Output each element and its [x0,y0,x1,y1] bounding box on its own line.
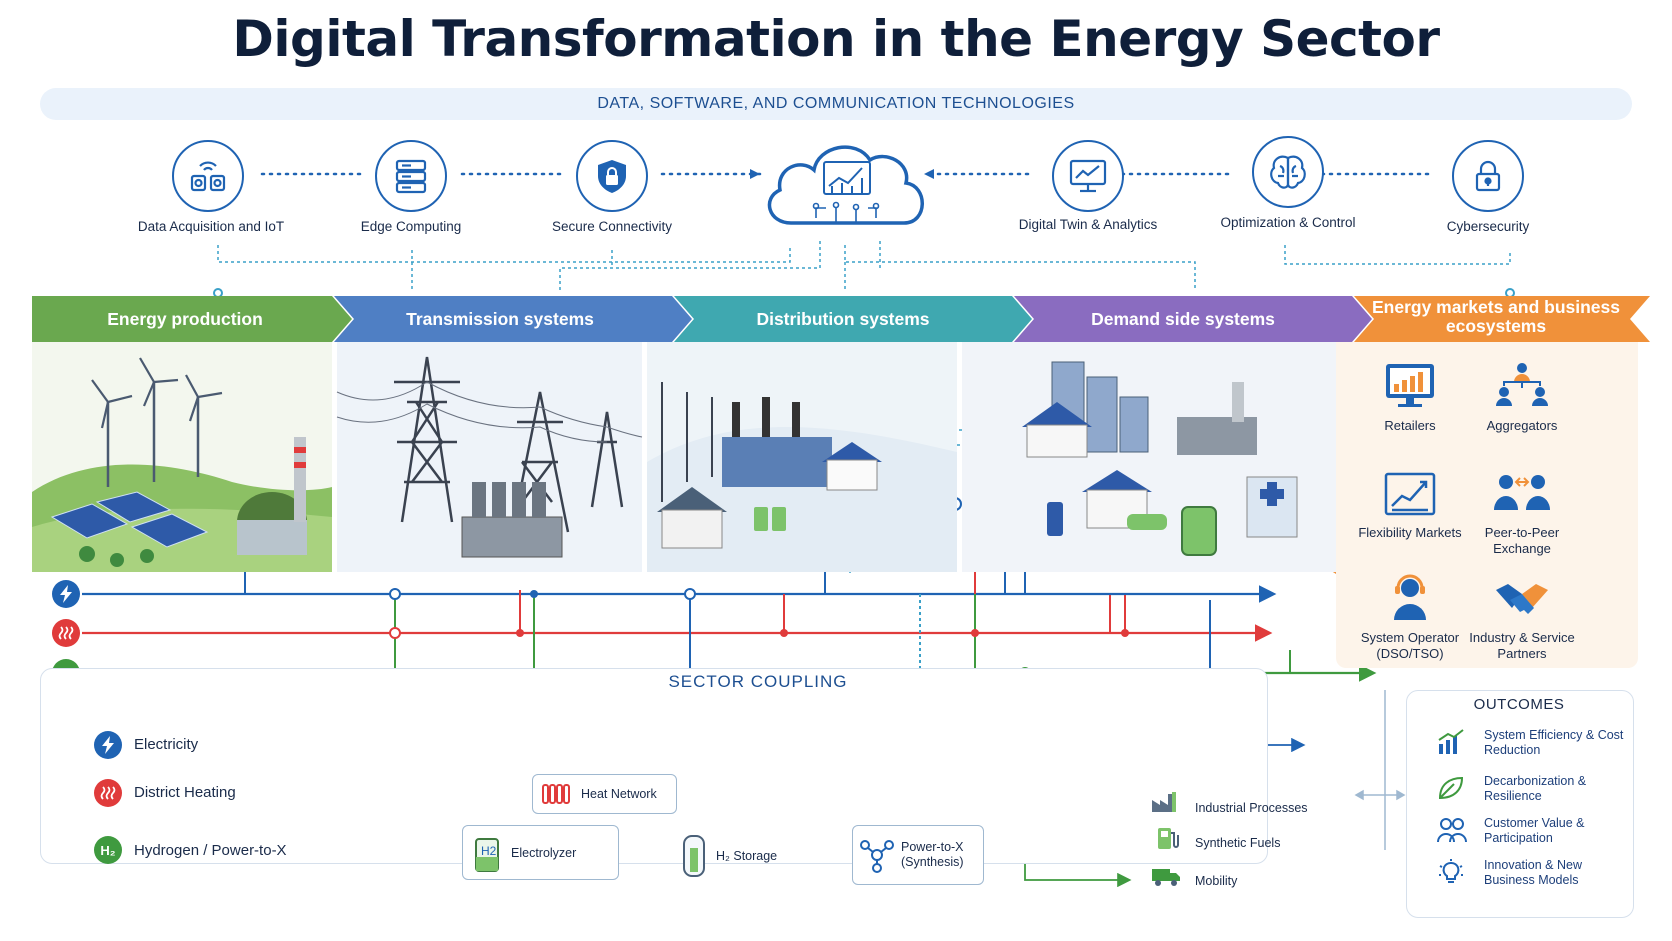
stage-transmission[interactable]: Transmission systems [406,308,594,329]
radiator-icon [542,784,570,804]
tech-label-iot: Data Acquisition and IoT [137,219,285,234]
lightning-icon [52,580,80,608]
stage-distribution[interactable]: Distribution systems [756,308,930,329]
handshake-icon[interactable] [1492,576,1552,626]
power-to-x-label: Power-to-X (Synthesis) [901,840,964,869]
fuel-pump-icon [1155,825,1179,856]
truck-icon [1150,866,1182,893]
legend-district-heating: District Heating [134,784,236,801]
stage-demand-side[interactable]: Demand side systems [1091,308,1275,329]
electrolyzer-node[interactable]: H2 Electrolyzer [462,825,619,880]
outcomes-panel [1406,690,1634,918]
tech-label-digital-twin: Digital Twin & Analytics [1018,217,1158,232]
tech-label-cybersecurity: Cybersecurity [1446,219,1530,234]
page-title: Digital Transformation in the Energy Sec… [232,10,1440,68]
people-icon [1436,816,1468,849]
stage-bands [32,296,1650,342]
cloud-chart-icon[interactable] [756,128,936,248]
market-flexibility: Flexibility Markets [1358,525,1462,540]
electrolyzer-icon: H2 [475,837,499,872]
heat-waves-icon [52,619,80,647]
stage-markets[interactable]: Energy markets and business ecosystems [1371,297,1621,336]
district-heating-legend-icon [94,779,122,807]
lightbulb-icon [1436,858,1466,893]
efficiency-chart-icon [1436,728,1466,761]
h2-storage-node[interactable]: H₂ Storage [680,832,777,880]
molecule-icon [860,840,894,873]
market-aggregators: Aggregators [1486,418,1558,433]
market-system-operator: System Operator (DSO/TSO) [1360,630,1460,661]
outcome-innovation: Innovation & New Business Models [1484,858,1582,887]
factory-icon [1150,790,1180,819]
leaf-icon [1436,774,1466,807]
hydrogen-legend-icon: H₂ [94,836,122,864]
brain-icon[interactable] [1252,136,1324,208]
heat-network-node[interactable]: Heat Network [532,774,677,814]
tech-label-edge: Edge Computing [360,219,462,234]
outcome-customer-value: Customer Value & Participation [1484,816,1585,845]
sector-coupling-title: SECTOR COUPLING [668,672,848,691]
market-industry-partners: Industry & Service Partners [1469,630,1575,661]
power-to-x-node[interactable]: Power-to-X (Synthesis) [852,825,984,885]
growth-chart-icon[interactable] [1380,470,1440,520]
use-industrial-processes: Industrial Processes [1195,801,1308,815]
outcome-efficiency: System Efficiency & Cost Reduction [1484,728,1624,757]
stage-energy-production[interactable]: Energy production [107,308,263,329]
retailers-icon[interactable] [1380,360,1440,410]
server-icon[interactable] [375,140,447,212]
technologies-banner: DATA, SOFTWARE, AND COMMUNICATION TECHNO… [40,88,1632,120]
tech-label-connectivity: Secure Connectivity [551,219,673,234]
legend-electricity: Electricity [134,736,199,753]
electrolyzer-label: Electrolyzer [511,845,577,860]
outcome-decarbonization: Decarbonization & Resilience [1484,774,1587,803]
market-retailers: Retailers [1384,418,1436,433]
shield-lock-icon[interactable] [576,140,648,212]
electricity-legend-icon [94,731,122,759]
network-people-icon[interactable] [1492,360,1552,410]
headset-operator-icon[interactable] [1380,572,1440,622]
h2-tank-icon [683,835,705,877]
h2-storage-label: H₂ Storage [716,849,778,863]
padlock-icon[interactable] [1452,140,1524,212]
people-exchange-icon[interactable] [1492,470,1552,520]
outcomes-title: OUTCOMES [1473,696,1565,713]
legend-hydrogen: Hydrogen / Power-to-X [134,842,287,859]
heat-network-label: Heat Network [581,787,657,801]
sector-coupling-panel [40,668,1268,864]
monitor-chart-icon[interactable] [1052,140,1124,212]
svg-text:H2: H2 [481,844,497,858]
tech-label-optimization: Optimization & Control [1220,215,1356,230]
market-peer-to-peer: Peer-to-Peer Exchange [1484,525,1560,556]
iot-sensor-icon[interactable] [172,140,244,212]
use-mobility: Mobility [1195,874,1238,888]
energy-system-illustration [32,342,1352,572]
use-synthetic-fuels: Synthetic Fuels [1195,836,1281,850]
